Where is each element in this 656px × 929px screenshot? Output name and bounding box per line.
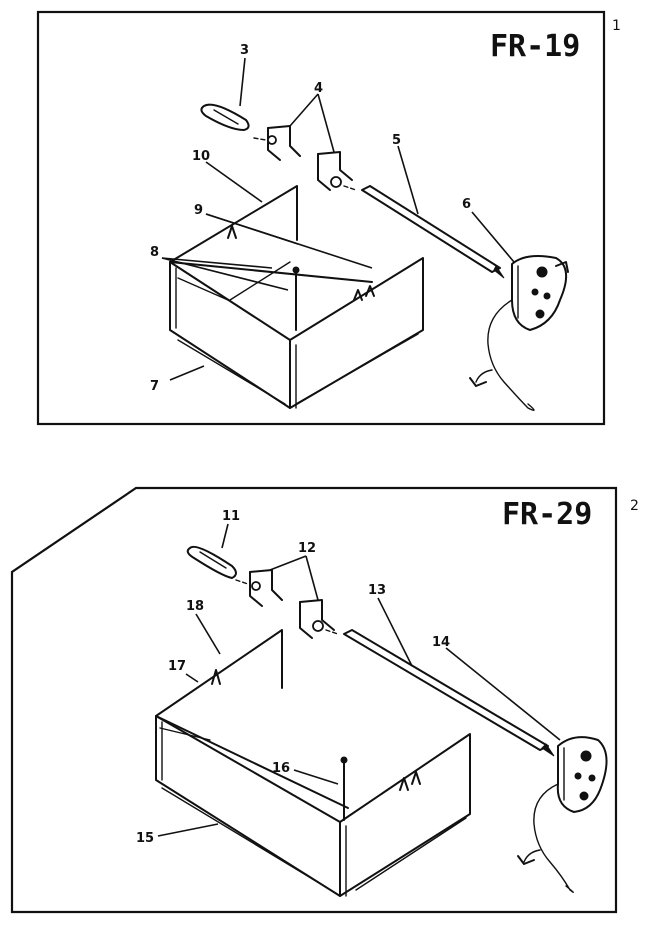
callout-17: 17 — [168, 659, 186, 674]
callout-16: 16 — [272, 761, 290, 776]
support-rod — [292, 266, 300, 331]
callout-14: 14 — [432, 635, 450, 650]
callout-leaders — [157, 523, 561, 837]
panel-fr29: FR-29 2 — [10, 486, 639, 914]
callout-10: 10 — [192, 149, 210, 164]
callout-5: 5 — [392, 133, 401, 148]
spring-clip — [200, 103, 250, 131]
callout-3: 3 — [240, 43, 249, 58]
callout-12: 12 — [298, 541, 316, 556]
thermostat-control — [517, 736, 608, 893]
panel-frame — [36, 10, 606, 426]
panel-frame — [10, 486, 618, 914]
thermostat-probe — [361, 185, 505, 279]
model-label: FR-29 — [502, 497, 592, 532]
thermostat-probe — [343, 629, 555, 757]
callout-11: 11 — [222, 509, 240, 524]
panel-fr19: FR-19 1 — [36, 10, 621, 426]
fry-basket-tray — [169, 185, 424, 409]
callout-8: 8 — [150, 245, 159, 260]
support-rod — [340, 756, 348, 821]
callout-18: 18 — [186, 599, 204, 614]
mounting-brackets — [235, 569, 339, 639]
callout-leaders — [161, 57, 515, 381]
callout-7: 7 — [150, 379, 159, 394]
callout-6: 6 — [462, 197, 471, 212]
callout-4: 4 — [314, 81, 323, 96]
fry-basket-tray — [155, 629, 471, 897]
model-label: FR-19 — [490, 29, 580, 64]
mounting-brackets — [253, 125, 357, 191]
figure-number: 2 — [630, 498, 639, 514]
figure-number: 1 — [612, 18, 621, 34]
callout-15: 15 — [136, 831, 154, 846]
spring-clip — [186, 545, 237, 579]
thermostat-control — [469, 255, 569, 411]
callout-9: 9 — [194, 203, 203, 218]
callout-13: 13 — [368, 583, 386, 598]
